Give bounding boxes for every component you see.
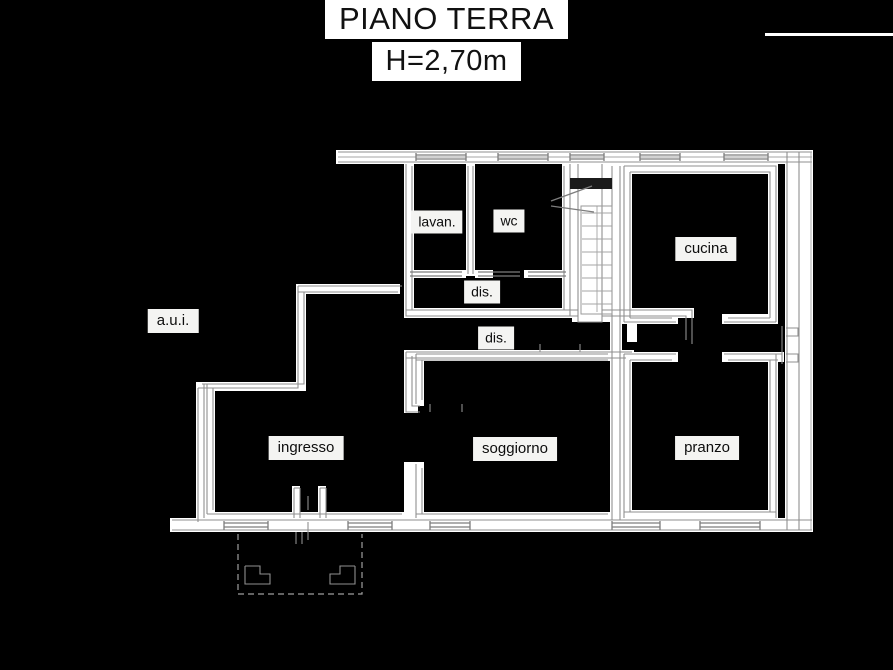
- room-label-disimpegno-1: dis.: [464, 280, 500, 304]
- room-label-a-u-i: a.u.i.: [147, 309, 199, 333]
- room-label-cucina: cucina: [675, 237, 737, 261]
- header-rule: [765, 33, 893, 36]
- entry-porch: [237, 532, 363, 595]
- staircase: [550, 164, 613, 323]
- room-label-lavanderia: lavan.: [411, 210, 463, 234]
- room-label-wc: wc: [493, 209, 525, 233]
- room-label-soggiorno: soggiorno: [473, 437, 557, 461]
- room-label-pranzo: pranzo: [675, 436, 739, 460]
- room-label-disimpegno-2: dis.: [478, 326, 514, 350]
- room-label-ingresso: ingresso: [268, 436, 344, 460]
- wall-outlines: [172, 151, 812, 540]
- door-details: [429, 344, 581, 412]
